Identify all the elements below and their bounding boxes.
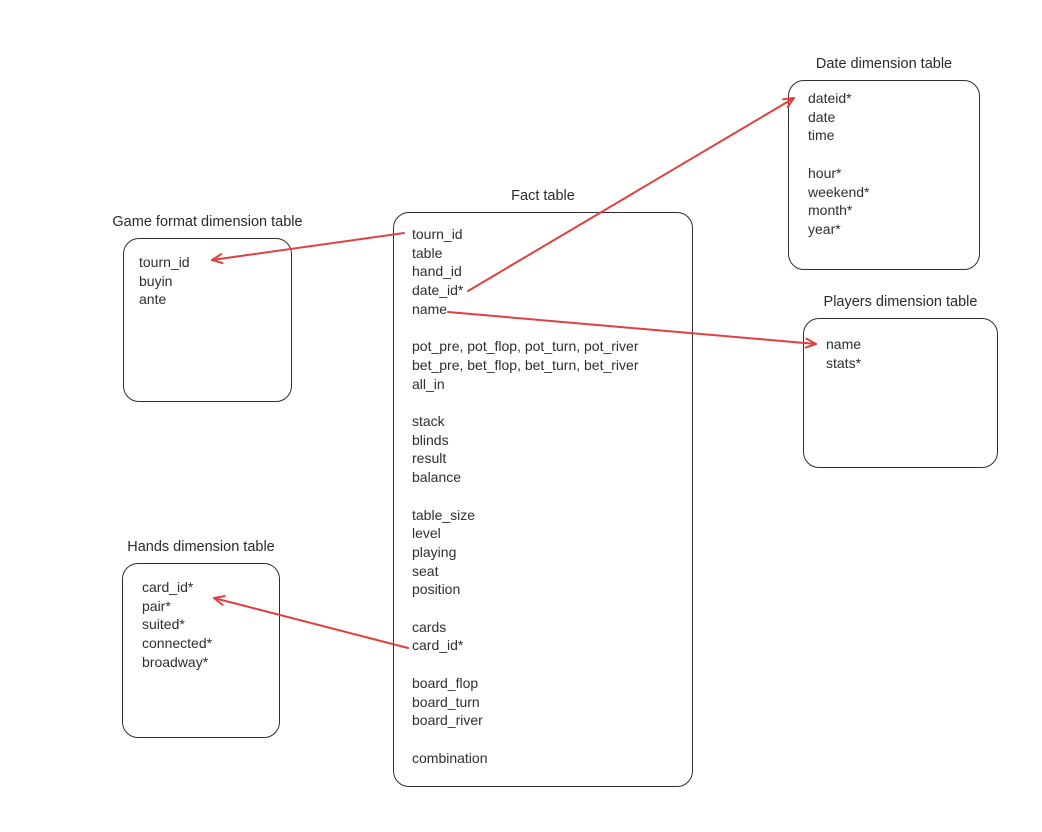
field-label: all_in [412,375,445,392]
field-label: dateid* [808,90,852,106]
field-label: playing [412,543,457,560]
field-label: bet_pre, bet_flop, bet_turn, bet_river [412,356,639,373]
field-label: pair* [142,597,171,614]
field-label: stats* [826,354,862,371]
field-group: name stats* [826,335,991,372]
field-label: combination [412,749,488,766]
players-dimension-table-box: Players dimension table name stats* [803,294,998,468]
game-format-dimension-table-title: Game format dimension table [112,214,303,230]
field-label: stack [412,413,445,429]
field-label: card_id* [412,637,464,654]
field-label: hand_id [412,263,462,280]
field-label: connected* [142,635,213,652]
field-label: name [826,336,862,352]
field-label: tourn_id [412,226,463,242]
field-label: card_id* [142,579,194,595]
field-group: board_flop board_turn board_river [412,674,686,730]
field-label: board_turn [412,693,480,710]
field-label: pot_pre, pot_flop, pot_turn, pot_river [412,338,639,355]
fact-table-title: Fact table [511,188,575,204]
hands-dimension-table-box: Hands dimension table card_id* pair* suite… [122,539,280,738]
field-label: broadway* [142,653,209,670]
field-label: name [412,300,448,317]
field-label: date [808,108,836,125]
date-dimension-table-fields: dateid* date time hour* weekend* month*year* [789,81,979,239]
date-dimension-table-box: Date dimension table dateid* date time hour… [788,56,980,270]
field-group: cards card_id* [412,618,686,655]
date-dimension-table-title: Date dimension table [815,56,953,72]
field-label: balance [412,469,462,486]
field-group: dateid* date time [808,89,973,145]
field-label: weekend* [808,183,870,200]
field-label: tourn_id [139,254,190,270]
field-group: stack blinds result balance [412,412,686,487]
field-label: date_id* [412,282,464,299]
field-label: table [412,244,443,261]
field-label: suited* [142,616,185,633]
hands-dimension-table-fields: card_id* pair* suited* connected*broadway* [123,564,279,672]
field-label: buyin [139,272,173,289]
field-group: combination [412,749,686,768]
field-label: time [808,127,835,144]
field-label: level [412,525,441,542]
field-label: table_size [412,506,476,523]
field-label: cards [412,618,447,635]
field-label: seat [412,562,439,579]
field-label: month* [808,202,853,219]
players-dimension-table-title: Players dimension table [823,294,978,310]
field-label: hour* [808,164,842,181]
hands-dimension-table-title: Hands dimension table [127,539,275,555]
field-label: blinds [412,431,449,448]
field-label: year* [808,220,841,237]
field-group: hour* weekend* month*year* [808,164,973,239]
field-group: card_id* pair* suited* connected*broadway* [142,578,273,672]
field-label: position [412,581,461,598]
players-dimension-table-fields: name stats* [804,319,997,372]
field-label: ante [139,291,167,308]
field-label: board_river [412,712,483,729]
field-label: board_flop [412,674,479,691]
field-label: result [412,450,447,467]
